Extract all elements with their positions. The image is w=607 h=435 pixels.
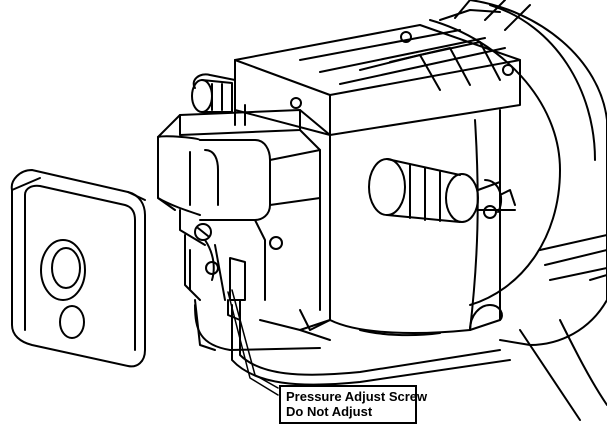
callout-line-1: Pressure Adjust Screw [286, 389, 428, 404]
pressure-adjust-callout: Pressure Adjust Screw Do Not Adjust [279, 385, 428, 424]
tubing [194, 299, 511, 386]
adjust-screw [184, 223, 246, 351]
front-head-block [157, 109, 331, 331]
pump-head [234, 0, 531, 136]
cover-plate [10, 169, 146, 368]
side-hose-barb [368, 158, 516, 223]
motor-housing [429, 0, 607, 421]
top-hose-barb [191, 73, 236, 113]
callout-line-2: Do Not Adjust [286, 404, 373, 419]
callout-leader [227, 289, 279, 396]
